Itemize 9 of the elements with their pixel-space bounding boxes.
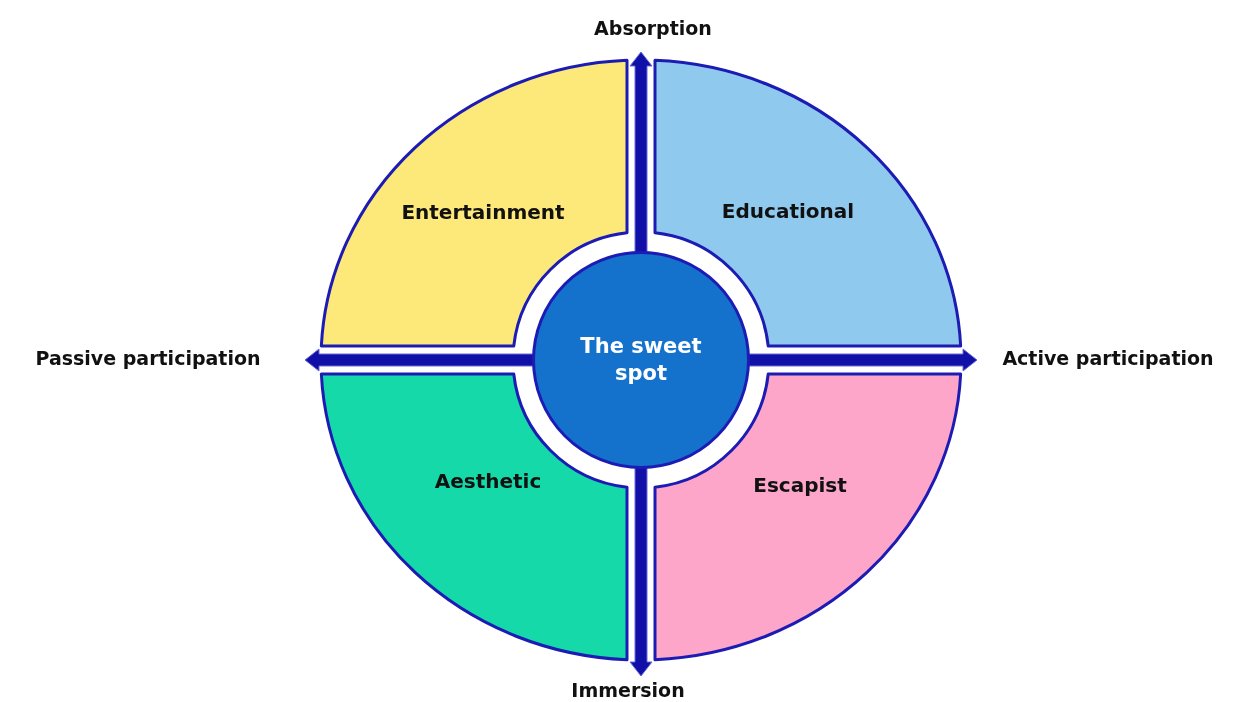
- axis-label: Absorption: [594, 17, 712, 39]
- axis-label: Active participation: [1002, 347, 1214, 369]
- quadrant-label: Entertainment: [401, 200, 565, 224]
- quadrant-label: Escapist: [753, 473, 847, 497]
- axis-label: Passive participation: [35, 347, 261, 369]
- axis-label: Immersion: [571, 679, 685, 701]
- quadrant-label: Aesthetic: [434, 469, 542, 493]
- center-label: The sweet spot: [579, 332, 703, 387]
- quadrant-label: Educational: [721, 199, 855, 223]
